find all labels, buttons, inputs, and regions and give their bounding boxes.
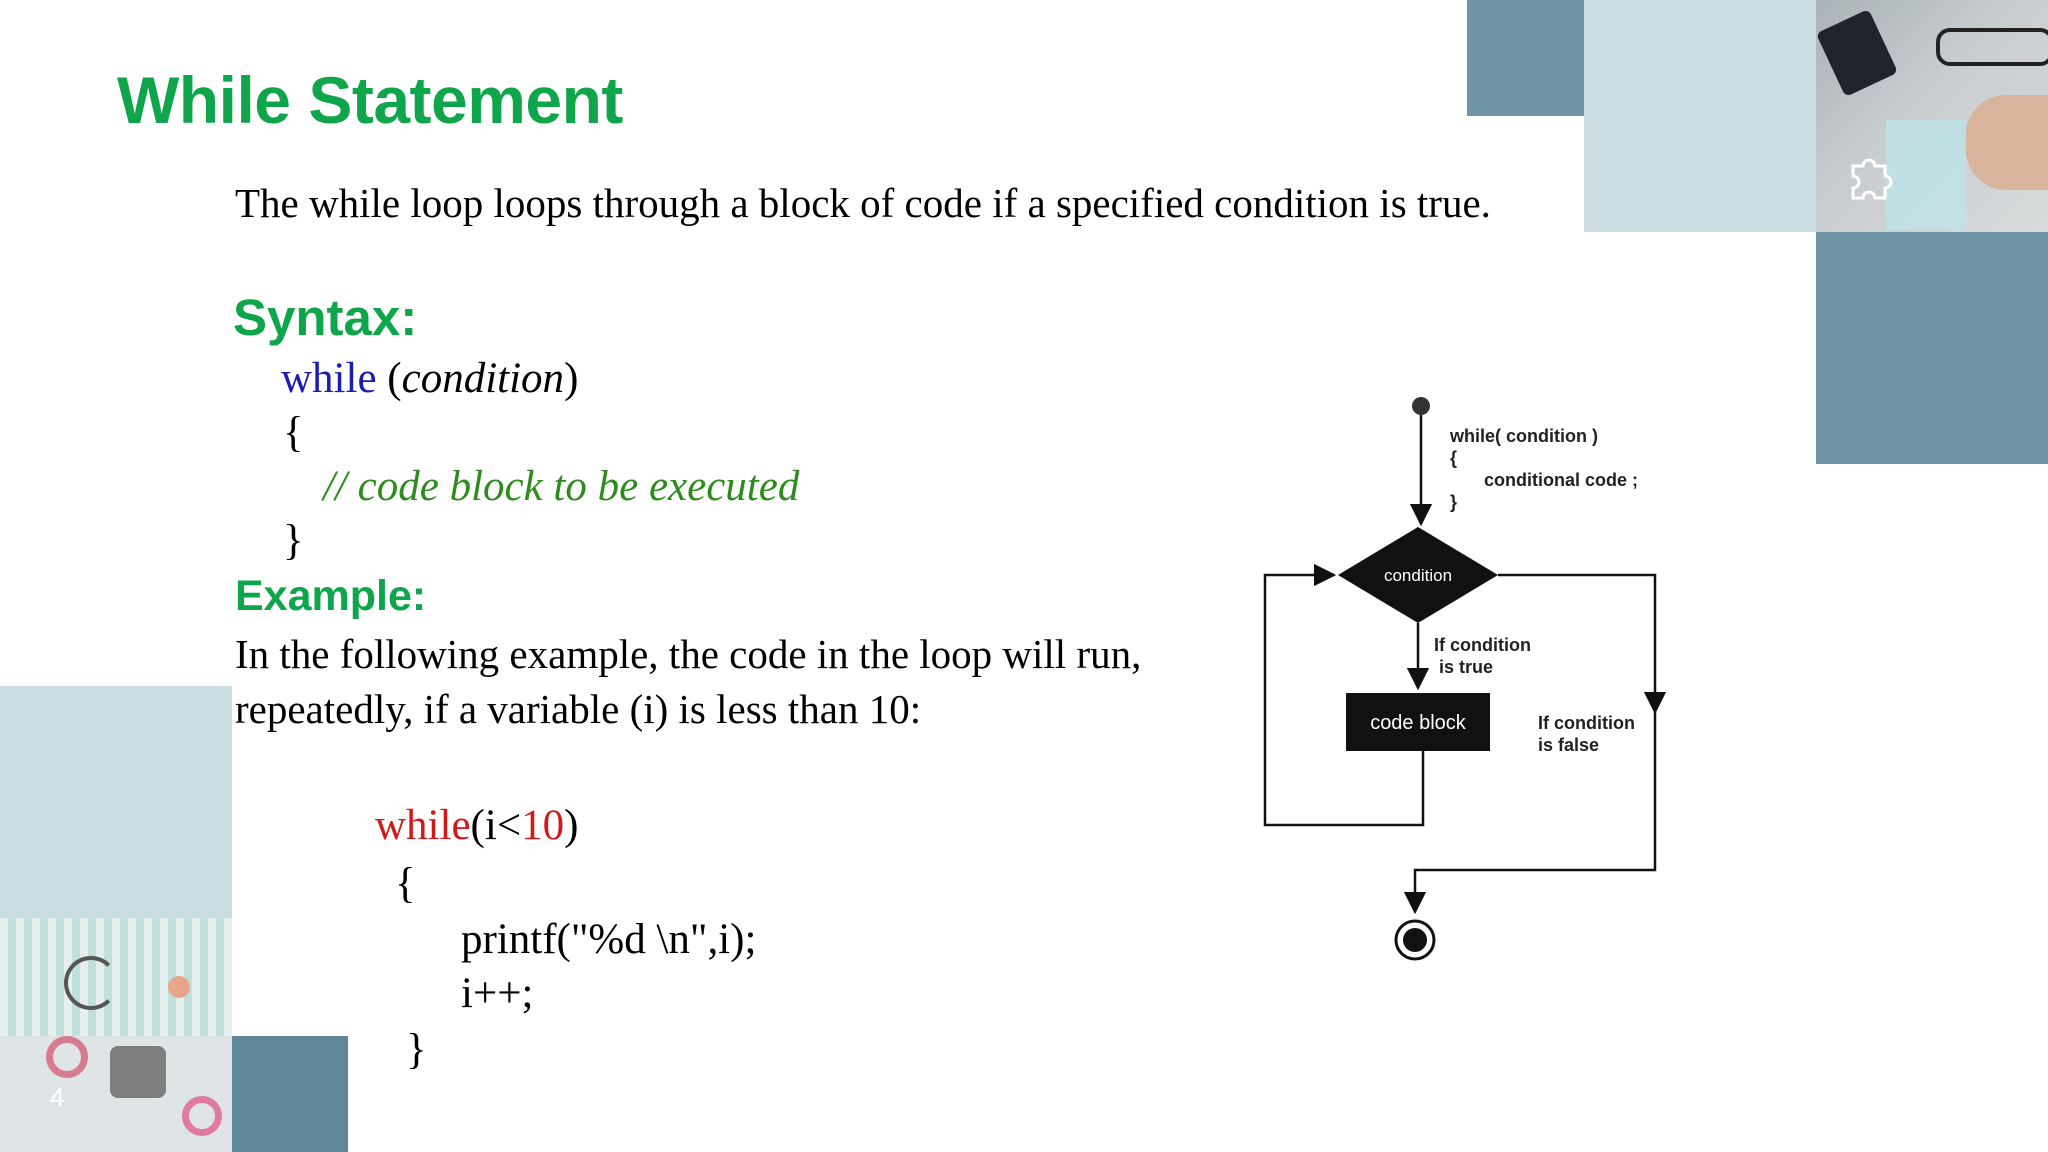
thread-spool-icon [110,1046,166,1098]
condition-diamond [1338,527,1498,623]
syntax-while-line: while (condition) [281,354,578,403]
example-open-brace: { [395,860,416,907]
ribbon-roll-pink-2 [182,1096,222,1136]
syntax-close-paren: ) [564,355,579,402]
example-cond-start: (i< [470,802,522,849]
start-node [1412,397,1430,415]
false-label-line1: If condition [1538,713,1635,733]
false-branch-line [1498,573,1667,715]
flow-code-line3: conditional code ; [1484,470,1638,490]
false-label-line2: is false [1538,735,1599,755]
code-block-label: code block [1370,712,1467,734]
scissors-icon [64,956,118,1010]
example-while-line: while(i<10) [375,801,578,850]
syntax-condition: condition [401,355,565,402]
deco-photo-crafts [0,918,232,1152]
true-label-line2: is true [1439,657,1493,677]
example-increment-line: i++; [461,970,534,1017]
hand-shape [1966,95,2048,190]
glasses-shape [1936,28,2048,66]
deco-block-bottom-dark [232,1036,348,1152]
deco-block-bottom-light [0,686,232,918]
deco-photo-desk [1816,0,2048,232]
example-keyword: while [375,802,471,849]
loop-back-line [1263,563,1425,827]
syntax-heading: Syntax: [233,289,418,346]
example-close-brace: } [406,1026,427,1073]
syntax-open-brace: { [283,409,304,456]
ribbon-roll-pink [46,1036,88,1078]
true-label-line1: If condition [1434,635,1531,655]
puzzle-icon [1851,158,1893,200]
example-cond-end: ) [564,802,579,849]
phone-shape [1816,9,1899,97]
slide-title: While Statement [117,63,623,137]
condition-label: condition [1384,566,1452,585]
syntax-comment: // code block to be executed [323,463,800,510]
example-description: In the following example, the code in th… [235,631,1142,732]
syntax-keyword: while [281,355,377,402]
while-flowchart: while( condition ) { conditional code ; … [1263,397,1667,961]
example-printf-line: printf("%d \n",i); [461,916,757,963]
page-number: 4 [50,1082,65,1112]
intro-paragraph: The while loop loops through a block of … [235,180,1491,226]
flow-code-line4: } [1450,492,1457,512]
example-heading: Example: [235,572,427,620]
notepad-shape [1886,120,1966,230]
end-node-inner [1403,928,1427,952]
syntax-open-paren: ( [387,355,402,402]
flow-code-line2: { [1450,448,1457,468]
deco-block-top-light [1584,0,1816,232]
deco-block-top-dark [1467,0,1584,116]
false-to-end-line [1403,712,1657,915]
deco-block-right-dark [1816,232,2048,464]
flow-code-line1: while( condition ) [1449,426,1598,446]
syntax-close-brace: } [283,517,304,564]
code-block-box [1346,693,1490,751]
bead-orange [168,976,190,998]
example-number: 10 [521,802,565,849]
